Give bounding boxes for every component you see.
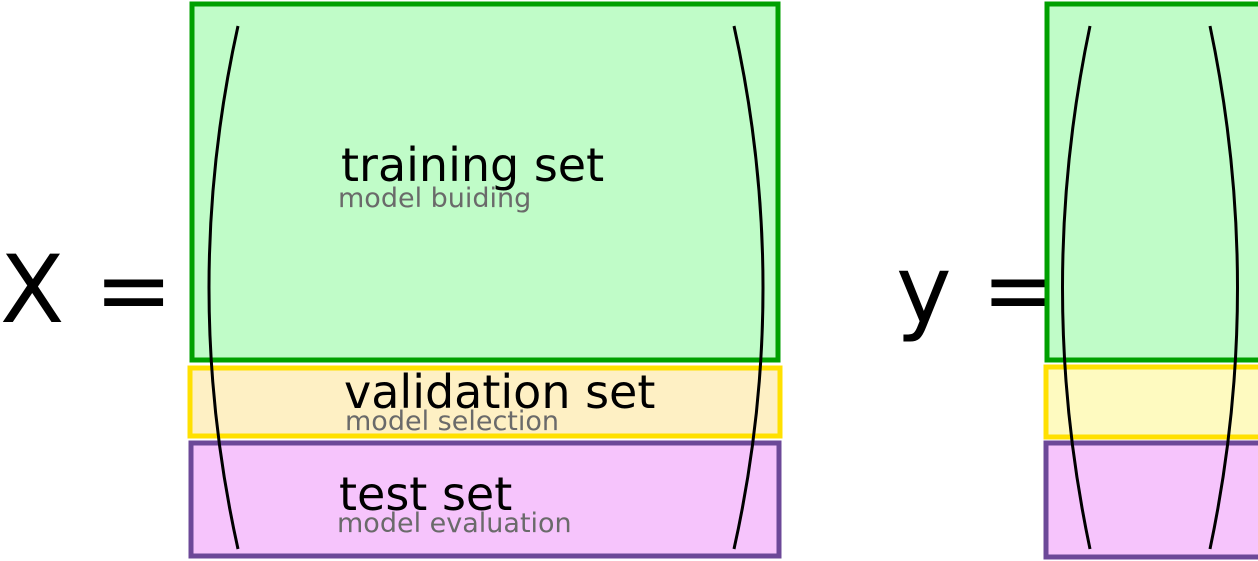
y-right-paren: [1208, 25, 1239, 550]
x-matrix-label: X =: [0, 236, 173, 345]
y-vector-label: y =: [896, 236, 1060, 345]
y-left-paren: [1061, 25, 1092, 550]
x-left-paren: [207, 25, 240, 550]
y-training-block: [1044, 1, 1258, 363]
x-right-paren: [732, 25, 765, 550]
validation-set-subtitle: model selection: [345, 406, 559, 437]
y-validation-block: [1043, 364, 1258, 440]
test-set-subtitle: model evaluation: [337, 508, 572, 539]
x-training-block: [189, 1, 781, 363]
validation-set-title: validation set: [344, 365, 655, 419]
x-validation-block: [187, 365, 783, 439]
training-set-subtitle: model buiding: [338, 183, 531, 214]
x-test-block: [188, 440, 782, 559]
training-set-title: training set: [341, 138, 604, 192]
test-set-title: test set: [339, 467, 512, 521]
